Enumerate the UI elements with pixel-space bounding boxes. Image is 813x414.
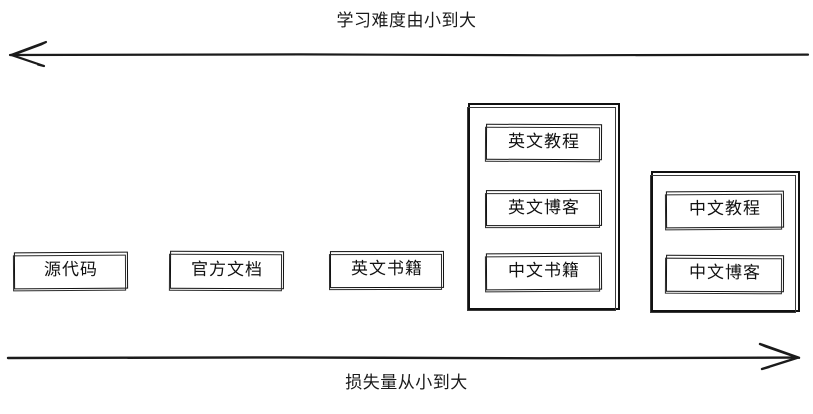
node-official-docs[interactable]: 官方文档 (169, 250, 285, 290)
node-label: 中文教程 (688, 198, 762, 220)
arrow-left-icon (8, 40, 810, 68)
node-chinese-blog[interactable]: 中文博客 (665, 254, 785, 293)
node-label: 中文书籍 (507, 260, 581, 282)
node-label: 英文博客 (507, 197, 581, 218)
node-english-tutorial[interactable]: 英文教程 (485, 123, 603, 161)
node-label: 英文教程 (507, 131, 581, 152)
node-label: 英文书籍 (350, 258, 424, 280)
top-axis-label: 学习难度由小到大 (336, 11, 477, 31)
node-english-blog[interactable]: 英文博客 (485, 189, 603, 227)
node-label: 中文博客 (688, 262, 762, 284)
node-chinese-tutorial[interactable]: 中文教程 (665, 190, 785, 229)
node-label: 官方文档 (190, 259, 264, 280)
node-source-code[interactable]: 源代码 (13, 251, 129, 290)
node-label: 源代码 (43, 259, 99, 281)
node-english-books[interactable]: 英文书籍 (329, 250, 445, 289)
bottom-axis-label: 损失量从小到大 (345, 373, 468, 393)
node-chinese-books[interactable]: 中文书籍 (485, 252, 603, 291)
group-english: 英文教程 英文博客 中文书籍 (467, 103, 620, 311)
group-chinese: 中文教程 中文博客 (650, 171, 800, 313)
